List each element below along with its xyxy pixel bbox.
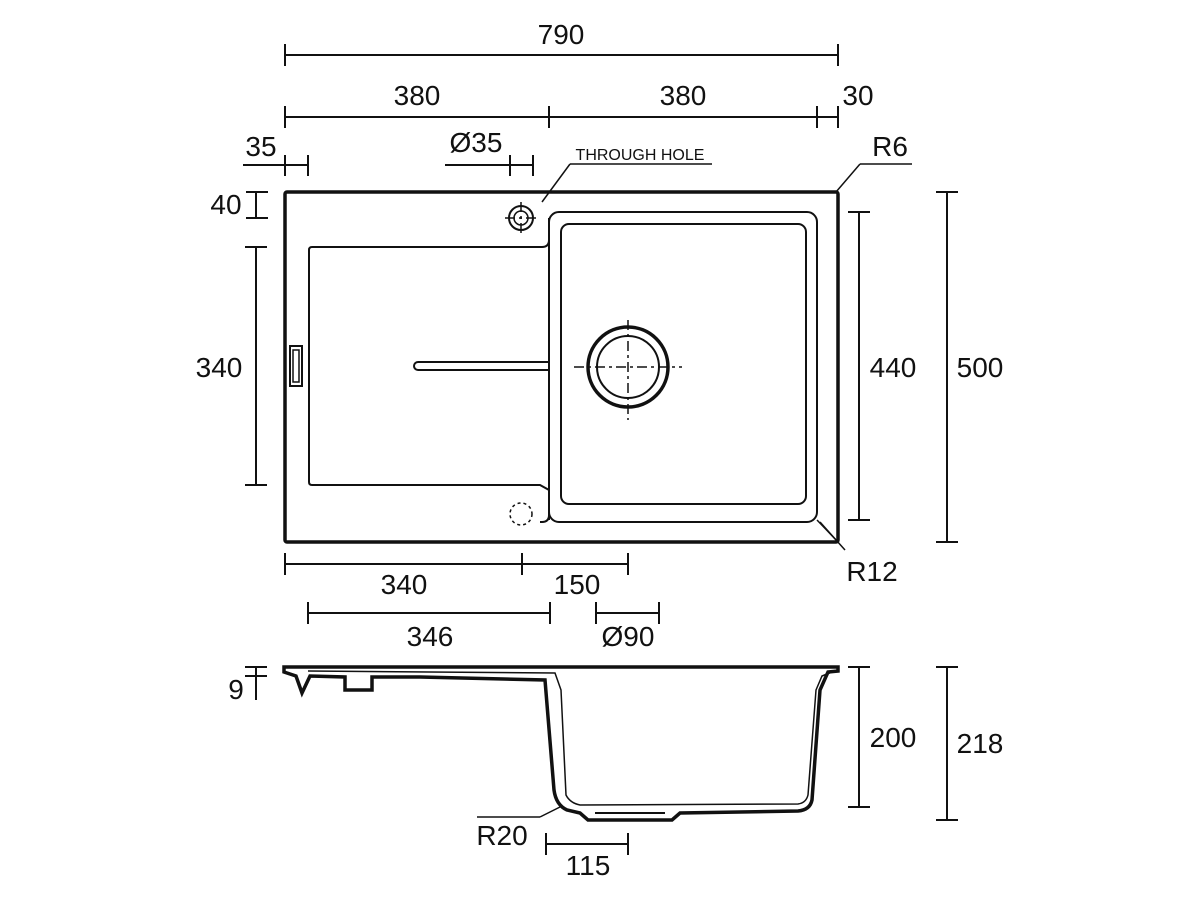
- dimension-35-label: 35: [245, 131, 276, 162]
- dimension-9: 9: [228, 666, 267, 705]
- dimension-790: 790: [284, 19, 839, 66]
- dimension-tap-hole-diameter: Ø35: [445, 127, 534, 176]
- sink-top-view: [283, 190, 840, 544]
- dimension-200-label: 200: [870, 722, 917, 753]
- dimension-218: 218: [936, 666, 1004, 821]
- dimension-40: 40: [210, 189, 268, 220]
- dimension-346: 346: [307, 602, 551, 652]
- dimension-tap-hole-label: Ø35: [450, 127, 503, 158]
- radius-r20-callout: R20: [476, 805, 563, 851]
- dimension-340-vertical: 340: [196, 246, 267, 486]
- radius-r6-callout: R6: [835, 131, 912, 193]
- dimension-40-label: 40: [210, 189, 241, 220]
- radius-r6-label: R6: [872, 131, 908, 162]
- dimension-9-label: 9: [228, 674, 244, 705]
- radius-r20-label: R20: [476, 820, 527, 851]
- dimension-346-label: 346: [407, 621, 454, 652]
- through-hole-callout: THROUGH HOLE: [541, 147, 712, 203]
- dimension-340-150: 340 150: [284, 553, 629, 600]
- optional-hole-icon: [509, 502, 533, 526]
- dimension-380-right-label: 380: [660, 80, 707, 111]
- dimension-30-label: 30: [842, 80, 873, 111]
- dimension-440: 440: [848, 211, 917, 521]
- radius-r12-callout: R12: [819, 521, 898, 587]
- sink-section-view: [282, 665, 840, 822]
- dimension-150-label: 150: [554, 569, 601, 600]
- dimension-380-380-30: 380 380 30: [284, 80, 874, 128]
- through-hole-label: THROUGH HOLE: [576, 147, 705, 164]
- radius-r12-label: R12: [846, 556, 897, 587]
- dimension-500-label: 500: [957, 352, 1004, 383]
- dimension-340-vertical-label: 340: [196, 352, 243, 383]
- dimension-500: 500: [936, 191, 1004, 543]
- dimension-440-label: 440: [870, 352, 917, 383]
- dimension-218-label: 218: [957, 728, 1004, 759]
- dimension-35: 35: [243, 131, 309, 176]
- dimension-115: 115: [545, 833, 629, 881]
- dimension-340-horizontal-label: 340: [381, 569, 428, 600]
- tap-hole-icon: [505, 202, 537, 234]
- waste-outlet-icon: [574, 320, 682, 420]
- dimension-waste-diameter-label: Ø90: [602, 621, 655, 652]
- dimension-115-label: 115: [566, 850, 611, 881]
- dimension-200: 200: [848, 666, 917, 808]
- dimension-380-left-label: 380: [394, 80, 441, 111]
- dimension-790-label: 790: [538, 19, 585, 50]
- dimension-waste-diameter: Ø90: [595, 602, 660, 652]
